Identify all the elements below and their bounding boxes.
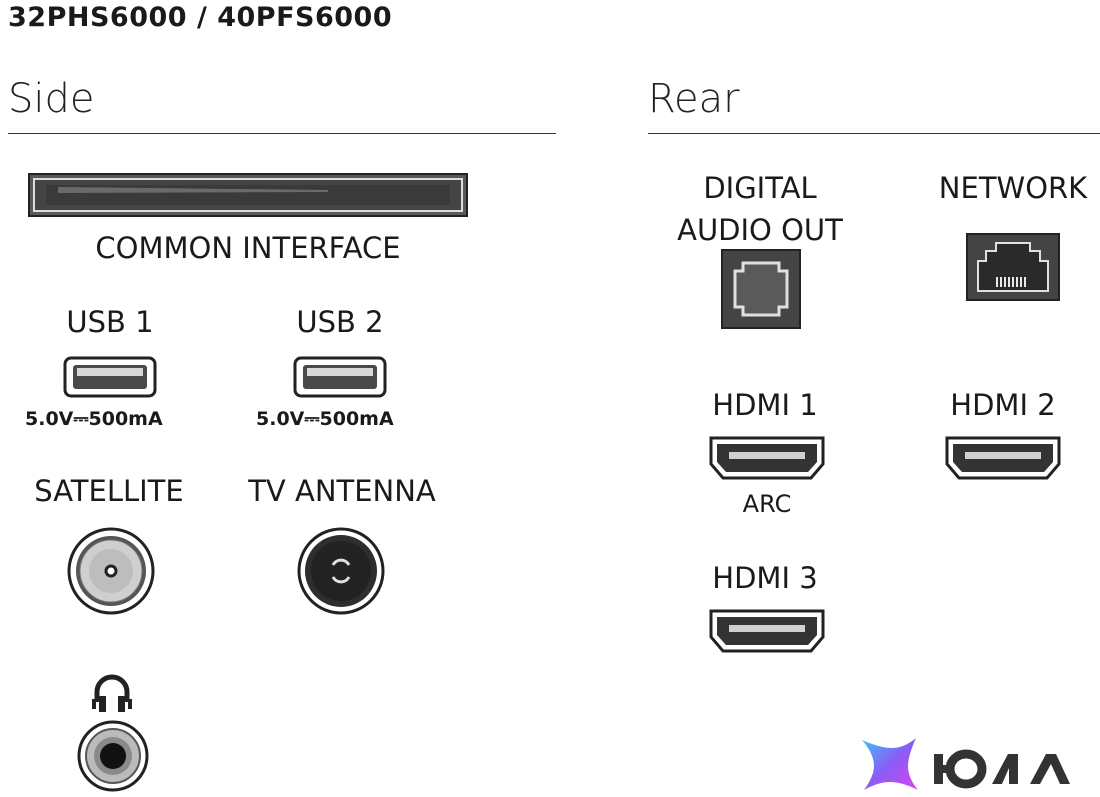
side-divider (8, 133, 556, 134)
digital-audio-out-label-line2: AUDIO OUT (677, 213, 843, 247)
hdmi-port-icon (943, 434, 1063, 482)
hdmi1-arc-label: ARC (742, 490, 792, 518)
hdmi1-label: HDMI 1 (712, 388, 818, 422)
satellite-label: SATELLITE (34, 474, 184, 508)
tv-antenna-label: TV ANTENNA (248, 474, 436, 508)
antenna-port-icon (297, 527, 385, 615)
network-label: NETWORK (938, 171, 1088, 205)
usb-port-icon (63, 356, 157, 398)
hdmi3-label: HDMI 3 (712, 561, 818, 595)
side-section-title: Side (8, 76, 95, 122)
usb2-label: USB 2 (296, 305, 384, 339)
common-interface-slot-icon (28, 173, 468, 217)
rear-section-title: Rear (648, 76, 740, 122)
headphone-icon (91, 672, 133, 716)
model-title: 32PHS6000 / 40PFS6000 (8, 2, 393, 33)
hdmi-port-icon (707, 607, 827, 655)
hdmi-port-icon (707, 434, 827, 482)
usb1-spec: 5.0V⎓500mA (25, 408, 163, 430)
ethernet-port-icon (966, 233, 1060, 301)
hdmi2-label: HDMI 2 (950, 388, 1056, 422)
digital-audio-out-label-line1: DIGITAL (703, 171, 817, 205)
usb1-label: USB 1 (66, 305, 154, 339)
yula-logo-icon (858, 734, 1096, 794)
headphone-jack-icon (77, 720, 149, 792)
usb-port-icon (293, 356, 387, 398)
common-interface-label: COMMON INTERFACE (95, 231, 401, 265)
optical-port-icon (721, 249, 801, 329)
rear-divider (648, 133, 1100, 134)
usb2-spec: 5.0V⎓500mA (256, 408, 394, 430)
satellite-port-icon (67, 527, 155, 615)
